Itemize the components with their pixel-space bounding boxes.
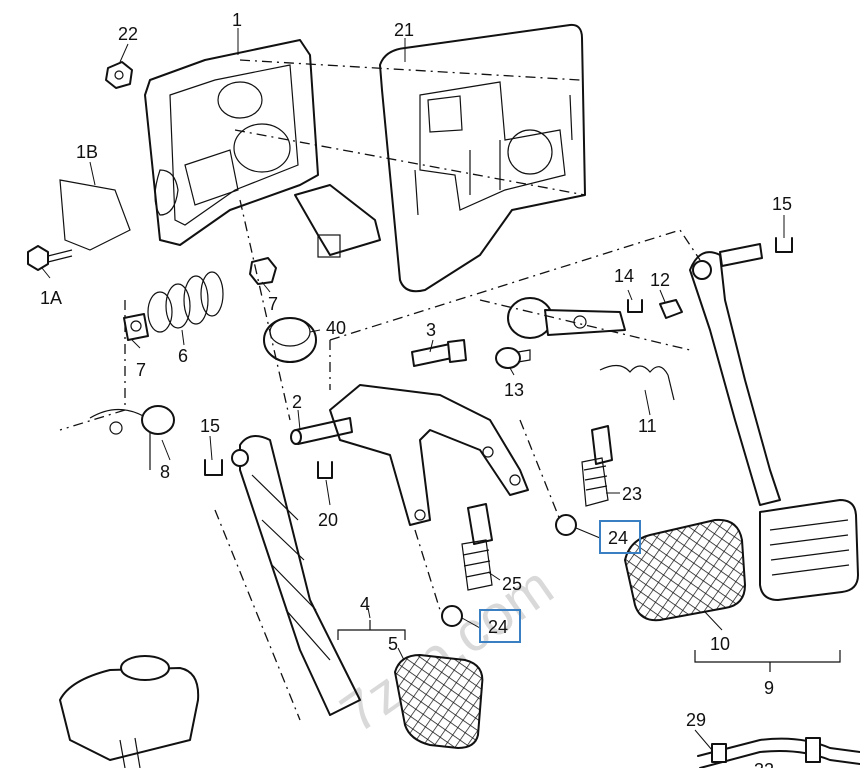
callout-15-left: 15 xyxy=(200,416,220,436)
spring-6 xyxy=(147,271,224,333)
clip-24-lower xyxy=(441,605,463,627)
callout-7-upper: 7 xyxy=(268,294,278,314)
bracket-9 xyxy=(694,650,841,672)
callout-5: 5 xyxy=(388,634,398,654)
switch-23 xyxy=(581,425,613,507)
bracket-plate-1B xyxy=(59,179,131,251)
reservoir xyxy=(59,655,200,768)
pedal-9 xyxy=(689,243,859,601)
bolt-3 xyxy=(411,339,467,367)
highlight-callout-24-upper[interactable]: 24 xyxy=(599,520,641,554)
callout-9: 9 xyxy=(764,678,774,698)
clip-15-left xyxy=(204,459,223,476)
callout-2: 2 xyxy=(292,392,302,412)
clutch-pedal-arm xyxy=(231,435,361,716)
callout-3: 3 xyxy=(426,320,436,340)
callout-1A: 1A xyxy=(40,288,62,308)
pin-13 xyxy=(495,347,531,369)
callout-4: 4 xyxy=(360,594,370,614)
bulkhead-panel-21 xyxy=(379,23,586,293)
callout-40: 40 xyxy=(326,318,346,338)
callout-23: 23 xyxy=(622,484,642,504)
bracket-4 xyxy=(337,620,406,640)
callout-15-right: 15 xyxy=(772,194,792,214)
callout-20: 20 xyxy=(318,510,338,530)
clutch-pedal-pad-5 xyxy=(393,653,484,750)
clip-14 xyxy=(627,299,643,313)
callout-14: 14 xyxy=(614,266,634,286)
nut-22 xyxy=(105,61,133,89)
support-bracket xyxy=(329,384,529,526)
clevis-rod xyxy=(507,297,626,339)
buffer-8 xyxy=(89,405,175,470)
plug-40 xyxy=(263,317,317,363)
callout-11: 11 xyxy=(638,416,657,436)
callout-labels: 1 21 22 1B 1A 7 40 3 14 12 15 13 11 6 7 … xyxy=(40,10,792,768)
highlight-callout-24-lower[interactable]: 24 xyxy=(479,609,521,643)
callout-21: 21 xyxy=(394,20,414,40)
callout-29: 29 xyxy=(686,710,706,730)
callout-32: 32 xyxy=(754,760,774,768)
bushing-7-upper xyxy=(249,257,277,285)
bolt-1A xyxy=(27,245,73,271)
switch-25 xyxy=(461,503,493,591)
callout-8: 8 xyxy=(160,462,170,482)
leader-lines xyxy=(41,28,785,751)
callout-24-lower: 24 xyxy=(488,617,508,637)
pipe-29 xyxy=(697,737,860,768)
callout-12: 12 xyxy=(650,270,670,290)
callout-25: 25 xyxy=(502,574,522,594)
spring-11 xyxy=(599,364,675,401)
callout-1: 1 xyxy=(232,10,242,30)
callout-6: 6 xyxy=(178,346,188,366)
callout-13: 13 xyxy=(504,380,524,400)
nut-12 xyxy=(659,299,683,319)
callout-22: 22 xyxy=(118,24,138,44)
pedal-bracket-1 xyxy=(144,39,381,258)
clip-20 xyxy=(317,461,333,479)
callout-7-lower: 7 xyxy=(136,360,146,380)
stud-7-lower xyxy=(123,313,149,341)
clip-24-upper xyxy=(555,514,577,536)
brake-pedal-pad-10 xyxy=(623,518,747,622)
clip-15-right xyxy=(775,237,793,253)
callout-24-upper: 24 xyxy=(608,528,628,548)
dash-lines xyxy=(59,59,701,721)
shaft-2 xyxy=(290,417,353,445)
callout-10: 10 xyxy=(710,634,730,654)
callout-1B: 1B xyxy=(76,142,98,162)
